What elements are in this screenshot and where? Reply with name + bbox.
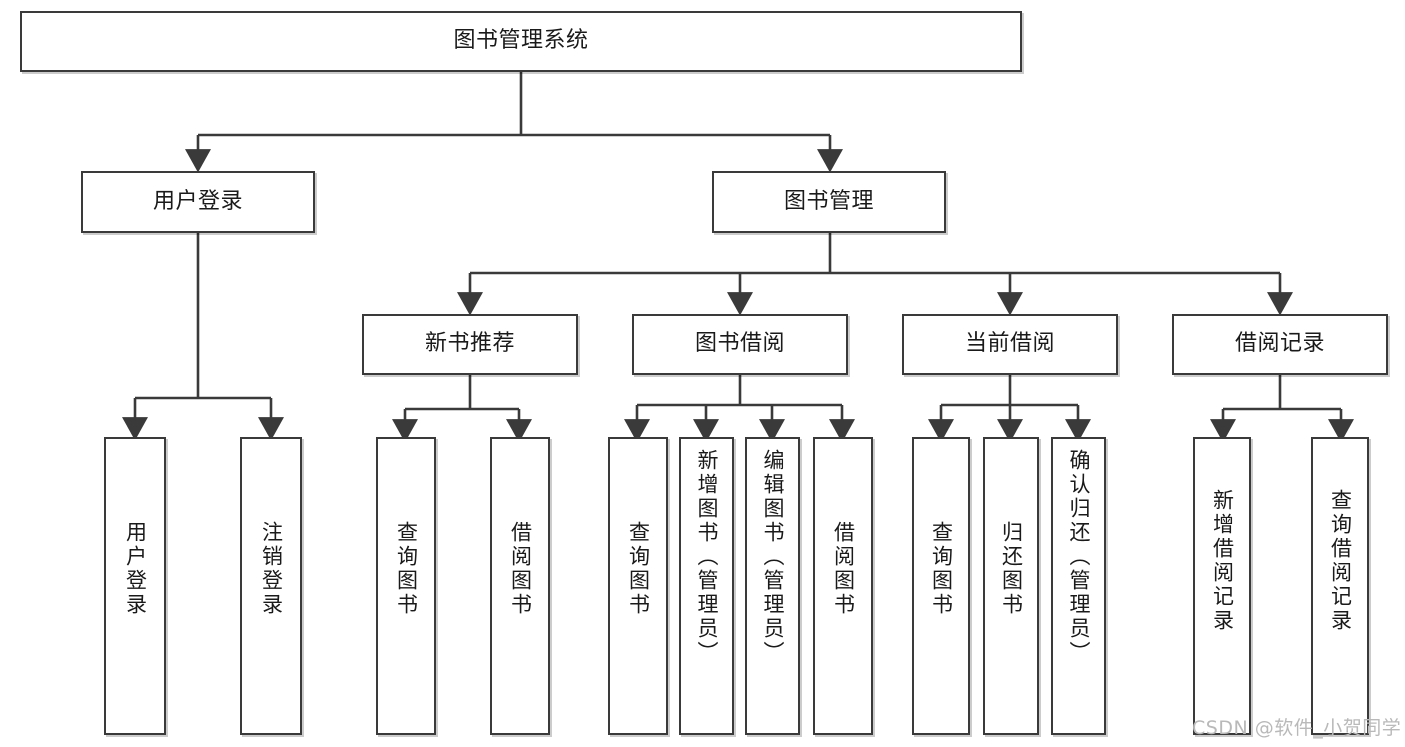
watermark-text: CSDN @软件_小贺同学 (1192, 717, 1402, 739)
node-book-borrow[interactable]: 图书借阅 (632, 314, 848, 375)
node-label: 归还图书 (999, 521, 1024, 617)
node-label: 用户登录 (123, 521, 148, 617)
node-book-management[interactable]: 图书管理 (712, 171, 946, 233)
node-root-system[interactable]: 图书管理系统 (20, 11, 1022, 72)
leaf-current-query-book[interactable]: 查询图书 (912, 437, 970, 735)
leaf-recommend-query-book[interactable]: 查询图书 (376, 437, 436, 735)
leaf-recommend-borrow-book[interactable]: 借阅图书 (490, 437, 550, 735)
node-label: 新书推荐 (424, 331, 515, 357)
leaf-borrow-borrow-book[interactable]: 借阅图书 (813, 437, 873, 735)
node-label: 新增借阅记录 (1210, 489, 1235, 633)
node-label: 注销登录 (259, 521, 284, 617)
node-label: 借阅图书 (508, 521, 533, 617)
node-label: 借阅记录 (1234, 331, 1325, 357)
leaf-record-add-record[interactable]: 新增借阅记录 (1193, 437, 1251, 735)
node-label: 用户登录 (152, 188, 243, 214)
node-label: 编辑图书（管理员） (761, 449, 785, 665)
node-label: 图书管理 (783, 188, 874, 214)
node-current-borrow[interactable]: 当前借阅 (902, 314, 1118, 375)
node-borrow-record[interactable]: 借阅记录 (1172, 314, 1388, 375)
node-label: 新增图书（管理员） (695, 449, 719, 665)
node-label: 确认归还（管理员） (1067, 449, 1091, 665)
node-user-login[interactable]: 用户登录 (81, 171, 315, 233)
leaf-borrow-query-book[interactable]: 查询图书 (608, 437, 668, 735)
leaf-user-login-login[interactable]: 用户登录 (104, 437, 166, 735)
leaf-borrow-add-book-admin[interactable]: 新增图书（管理员） (679, 437, 734, 735)
node-label: 当前借阅 (964, 331, 1055, 357)
node-label: 查询借阅记录 (1328, 489, 1353, 633)
leaf-current-confirm-return-admin[interactable]: 确认归还（管理员） (1051, 437, 1106, 735)
node-label: 查询图书 (929, 521, 954, 617)
node-new-book-recommend[interactable]: 新书推荐 (362, 314, 578, 375)
node-label: 图书借阅 (694, 331, 785, 357)
leaf-borrow-edit-book-admin[interactable]: 编辑图书（管理员） (745, 437, 800, 735)
node-label: 查询图书 (626, 521, 651, 617)
leaf-current-return-book[interactable]: 归还图书 (983, 437, 1039, 735)
node-label: 借阅图书 (831, 521, 856, 617)
leaf-user-login-logout[interactable]: 注销登录 (240, 437, 302, 735)
node-label: 图书管理系统 (453, 28, 589, 54)
leaf-record-query-record[interactable]: 查询借阅记录 (1311, 437, 1369, 735)
node-label: 查询图书 (394, 521, 419, 617)
